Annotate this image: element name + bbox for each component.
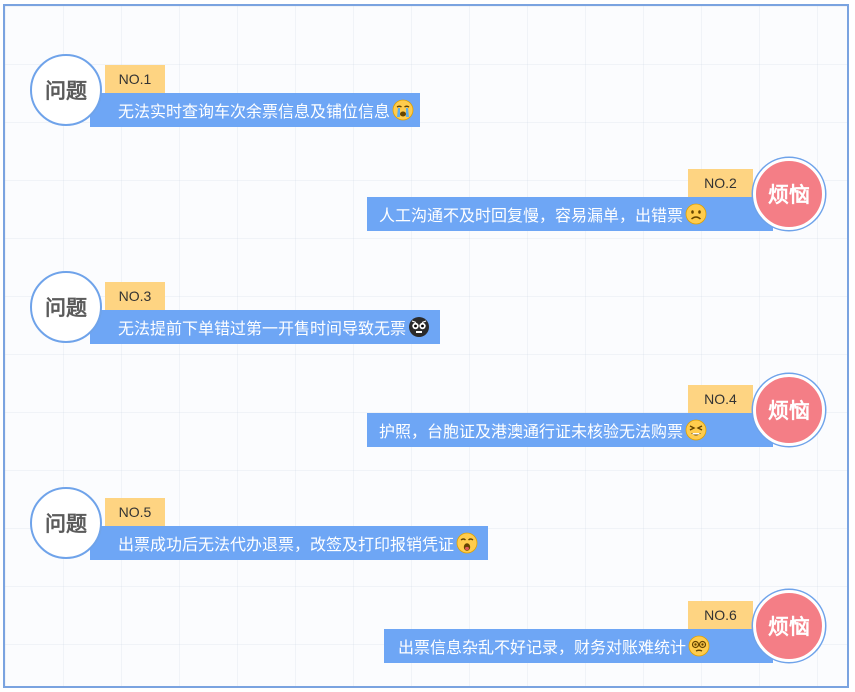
crying-face-icon: [392, 99, 414, 121]
issue-text: 出票信息杂乱不好记录，财务对账难统计: [398, 640, 687, 657]
problem-badge: 问题: [30, 54, 102, 126]
screaming-face-icon: [456, 532, 478, 554]
dizzy-face-icon: [688, 635, 710, 657]
issue-row-2: 烦恼 NO.2 人工沟通不及时回复慢，容易漏单，出错票: [5, 158, 847, 238]
issue-text-bar: 出票信息杂乱不好记录，财务对账难统计: [384, 629, 773, 663]
worry-badge: 烦恼: [753, 374, 825, 446]
worry-badge: 烦恼: [753, 590, 825, 662]
issue-text: 出票成功后无法代办退票，改签及打印报销凭证: [118, 537, 455, 554]
issue-number-tag: NO.5: [105, 498, 165, 526]
tired-face-icon: [685, 419, 707, 441]
issue-row-6: 烦恼 NO.6 出票信息杂乱不好记录，财务对账难统计: [5, 590, 847, 670]
problem-badge: 问题: [30, 487, 102, 559]
issue-text-bar: 人工沟通不及时回复慢，容易漏单，出错票: [367, 197, 773, 231]
issue-number-tag: NO.2: [688, 169, 753, 197]
shocked-dark-face-icon: [408, 316, 430, 338]
issue-text: 无法实时查询车次余票信息及铺位信息: [118, 104, 391, 121]
issue-number-tag: NO.3: [105, 282, 165, 310]
issue-row-1: 问题 NO.1 无法实时查询车次余票信息及铺位信息: [5, 54, 847, 134]
issue-text: 护照，台胞证及港澳通行证未核验无法购票: [379, 424, 684, 441]
issue-number-tag: NO.1: [105, 65, 165, 93]
issue-text-bar: 无法提前下单错过第一开售时间导致无票: [90, 310, 441, 344]
worry-badge: 烦恼: [753, 158, 825, 230]
issue-number-tag: NO.4: [688, 385, 753, 413]
frowning-face-icon: [685, 203, 707, 225]
issue-number-tag: NO.6: [688, 601, 753, 629]
issue-text-bar: 出票成功后无法代办退票，改签及打印报销凭证: [90, 526, 489, 560]
issue-row-4: 烦恼 NO.4 护照，台胞证及港澳通行证未核验无法购票: [5, 374, 847, 454]
issue-row-5: 问题 NO.5 出票成功后无法代办退票，改签及打印报销凭证: [5, 487, 847, 567]
issue-text-bar: 无法实时查询车次余票信息及铺位信息: [90, 93, 421, 127]
issue-text-bar: 护照，台胞证及港澳通行证未核验无法购票: [367, 413, 773, 447]
problem-badge: 问题: [30, 271, 102, 343]
issue-row-3: 问题 NO.3 无法提前下单错过第一开售时间导致无票: [5, 271, 847, 351]
issue-text: 无法提前下单错过第一开售时间导致无票: [118, 321, 407, 338]
issue-text: 人工沟通不及时回复慢，容易漏单，出错票: [379, 208, 684, 225]
issue-list-frame: 问题 NO.1 无法实时查询车次余票信息及铺位信息 烦恼 NO.2 人工沟通不及…: [3, 4, 849, 688]
